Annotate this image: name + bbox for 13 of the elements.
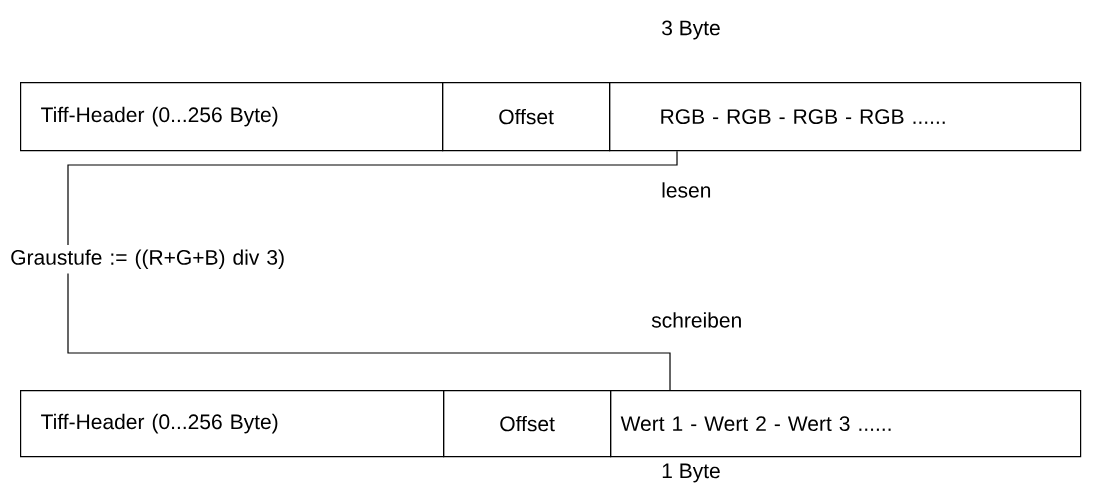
size-label: 3 Byte (662, 20, 720, 40)
edge-label: schreiben (650, 311, 744, 329)
formula-text: Graustufe := ((R+G+B) div 3) (11, 249, 284, 269)
table-cell: Offset (442, 82, 611, 152)
connector-line (67, 150, 678, 246)
table-cell: Tiff-Header (0...256 Byte) (20, 390, 445, 458)
table-cell: Tiff-Header (0...256 Byte) (20, 82, 444, 152)
connector-line (67, 272, 671, 391)
table-cell: Offset (443, 390, 612, 458)
edge-label: lesen (660, 181, 713, 199)
table-cell: Wert 1 - Wert 2 - Wert 3 ...... (610, 390, 1082, 458)
size-label: 1 Byte (662, 463, 720, 483)
table-cell: RGB - RGB - RGB - RGB ...... (609, 82, 1082, 152)
